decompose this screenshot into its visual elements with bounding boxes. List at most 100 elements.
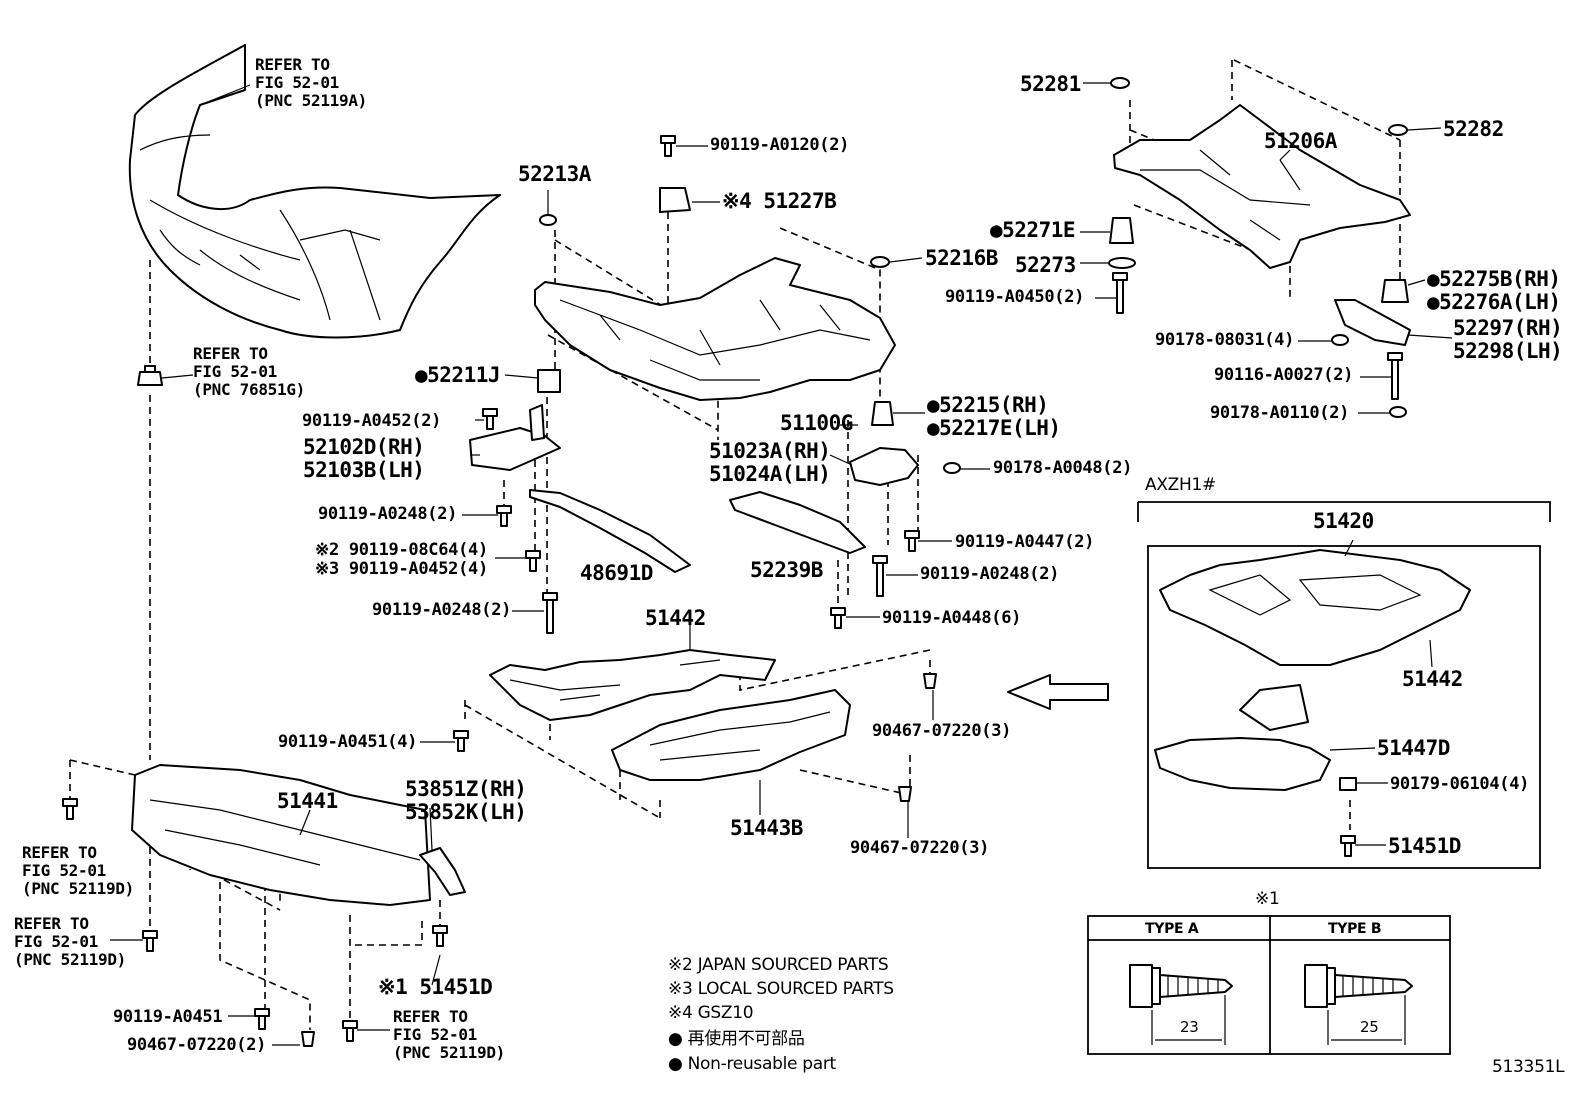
fastener-hexbolt xyxy=(62,798,78,820)
callout-52215: ●52215(RH) ●52217E(LH) xyxy=(927,393,1061,440)
leader-line xyxy=(829,454,853,466)
bracket-51023a xyxy=(849,447,919,486)
callout-53851z: 53851Z(RH) 53852K(LH) xyxy=(405,777,527,824)
legend-non-reusable-ja: ● 再使用不可部品 xyxy=(668,1029,805,1049)
type-b-label: TYPE B xyxy=(1328,921,1382,937)
variant-callout-90179-06104: 90179-06104(4) xyxy=(1390,774,1530,794)
fastener-bolt xyxy=(660,135,676,157)
callout-90119-08c64: ※2 90119-08C64(4) ※3 90119-A0452(4) xyxy=(315,540,488,579)
callout-52297: 52297(RH) 52298(LH) xyxy=(1453,316,1563,363)
callout-90467-07220-c: 90467-07220(2) xyxy=(127,1035,267,1055)
callout-52213a: 52213A xyxy=(518,162,591,186)
figure-code: 513351L xyxy=(1492,1057,1565,1077)
callout-51023a: 51023A(RH) 51024A(LH) xyxy=(709,439,831,486)
leader-line xyxy=(299,809,311,836)
callout-51441: 51441 xyxy=(277,789,338,813)
fastener-hexbolt xyxy=(254,1008,270,1030)
callout-90119-a0452: 90119-A0452(2) xyxy=(302,411,442,431)
callout-52216b: 52216B xyxy=(925,246,998,270)
callout-90119-a0248-a: 90119-A0248(2) xyxy=(318,504,458,524)
callout-51451d: ※1 51451D xyxy=(378,975,493,999)
variant-frame xyxy=(1137,501,1551,869)
callout-52273: 52273 xyxy=(1015,253,1076,277)
screw-type-b xyxy=(1304,964,1413,1045)
fastener-hexbolt xyxy=(1340,835,1356,857)
subframe-mounts xyxy=(537,214,894,426)
fastener-hexbolt xyxy=(482,408,498,430)
callout-52281: 52281 xyxy=(1020,72,1081,96)
variant-callout-51420: 51420 xyxy=(1313,509,1374,533)
callout-90116-a0027: 90116-A0027(2) xyxy=(1214,365,1354,385)
callout-90178-a0110: 90178-A0110(2) xyxy=(1210,403,1350,423)
callout-ref-52119d-a: REFER TO FIG 52-01 (PNC 52119D) xyxy=(22,843,134,898)
front-bumper xyxy=(128,44,501,339)
legend-non-reusable-en: ● Non-reusable part xyxy=(668,1054,836,1074)
callout-52282: 52282 xyxy=(1443,117,1504,141)
callout-90467-07220-b: 90467-07220(3) xyxy=(850,838,990,858)
callout-90119-a0120: 90119-A0120(2) xyxy=(710,135,850,155)
fastener-hexbolt xyxy=(525,550,541,572)
callout-90119-a0447: 90119-A0447(2) xyxy=(955,532,1095,552)
fastener-nut xyxy=(1331,334,1349,346)
callout-90119-a0248-c: 90119-A0248(2) xyxy=(920,564,1060,584)
callout-ref-52119d-c: REFER TO FIG 52-01 (PNC 52119D) xyxy=(393,1007,505,1062)
front-undercover-51441 xyxy=(131,764,431,906)
callout-48691d: 48691D xyxy=(580,561,653,585)
callout-90119-a0450: 90119-A0450(2) xyxy=(945,287,1085,307)
callout-52211j: ●52211J xyxy=(415,363,501,387)
callout-52271e: ●52271E xyxy=(990,218,1076,242)
variant-parts xyxy=(1154,549,1471,791)
leader-line xyxy=(429,807,433,851)
callout-90119-a0448: 90119-A0448(6) xyxy=(882,608,1022,628)
type-table xyxy=(1087,915,1451,1055)
fastener-hexbolt xyxy=(904,530,920,552)
leader-line xyxy=(504,374,539,379)
callout-51442: 51442 xyxy=(645,606,706,630)
variant-callout-51447d: 51447D xyxy=(1377,736,1450,760)
type-a-dimension: 23 xyxy=(1180,1018,1199,1036)
fastener-clip xyxy=(898,786,912,802)
bumper-clip xyxy=(137,365,163,386)
leader-line xyxy=(1407,334,1453,339)
fastener-longbolt xyxy=(872,555,888,597)
callout-51227b: ※4 51227B xyxy=(722,189,837,213)
brace-48691d xyxy=(529,489,691,573)
callout-51206a: 51206A xyxy=(1264,129,1337,153)
fastener-hexbolt xyxy=(342,1020,358,1042)
fastener-hexbolt xyxy=(453,730,469,752)
leader-line xyxy=(1407,279,1426,286)
fasteners xyxy=(62,135,1407,1047)
callout-51100g: 51100G xyxy=(780,411,853,435)
legend-gsz10: ※4 GSZ10 xyxy=(668,1003,754,1023)
callout-52275b: ●52275B(RH) ●52276A(LH) xyxy=(1427,267,1561,314)
callout-51443b: 51443B xyxy=(730,816,803,840)
plate-52239b xyxy=(729,491,866,554)
legend-japan-sourced: ※2 JAPAN SOURCED PARTS xyxy=(668,955,889,975)
fastener-hexbolt xyxy=(142,930,158,952)
leader-line xyxy=(1344,539,1354,557)
legend-local-sourced: ※3 LOCAL SOURCED PARTS xyxy=(668,979,894,999)
fastener-longbolt xyxy=(542,592,558,634)
leader-line xyxy=(161,374,194,379)
undercover-51443b xyxy=(611,689,851,781)
fastener-stud xyxy=(1387,352,1403,400)
leader-line xyxy=(1429,639,1433,668)
bracket-51227b xyxy=(659,187,691,213)
leader-line xyxy=(199,84,251,106)
callout-52239b: 52239B xyxy=(750,558,823,582)
callout-90119-a0451-a: 90119-A0451(4) xyxy=(278,732,418,752)
direction-arrow xyxy=(1007,674,1109,710)
fastener-nut xyxy=(943,462,961,474)
leader-line xyxy=(431,954,441,986)
fastener-hexbolt xyxy=(496,505,512,527)
variant-title: AXZH1# xyxy=(1145,475,1216,495)
rear-mounts xyxy=(1108,77,1411,346)
leader-line xyxy=(889,257,923,263)
fastener-hexbolt xyxy=(432,925,448,947)
rear-crossmember xyxy=(1113,104,1411,269)
callout-90119-a0451-b: 90119-A0451 xyxy=(113,1007,223,1027)
leader-line xyxy=(1279,149,1291,161)
variant-callout-51442: 51442 xyxy=(1402,667,1463,691)
fastener-longbolt xyxy=(1112,272,1128,314)
callout-90119-a0248-b: 90119-A0248(2) xyxy=(372,600,512,620)
